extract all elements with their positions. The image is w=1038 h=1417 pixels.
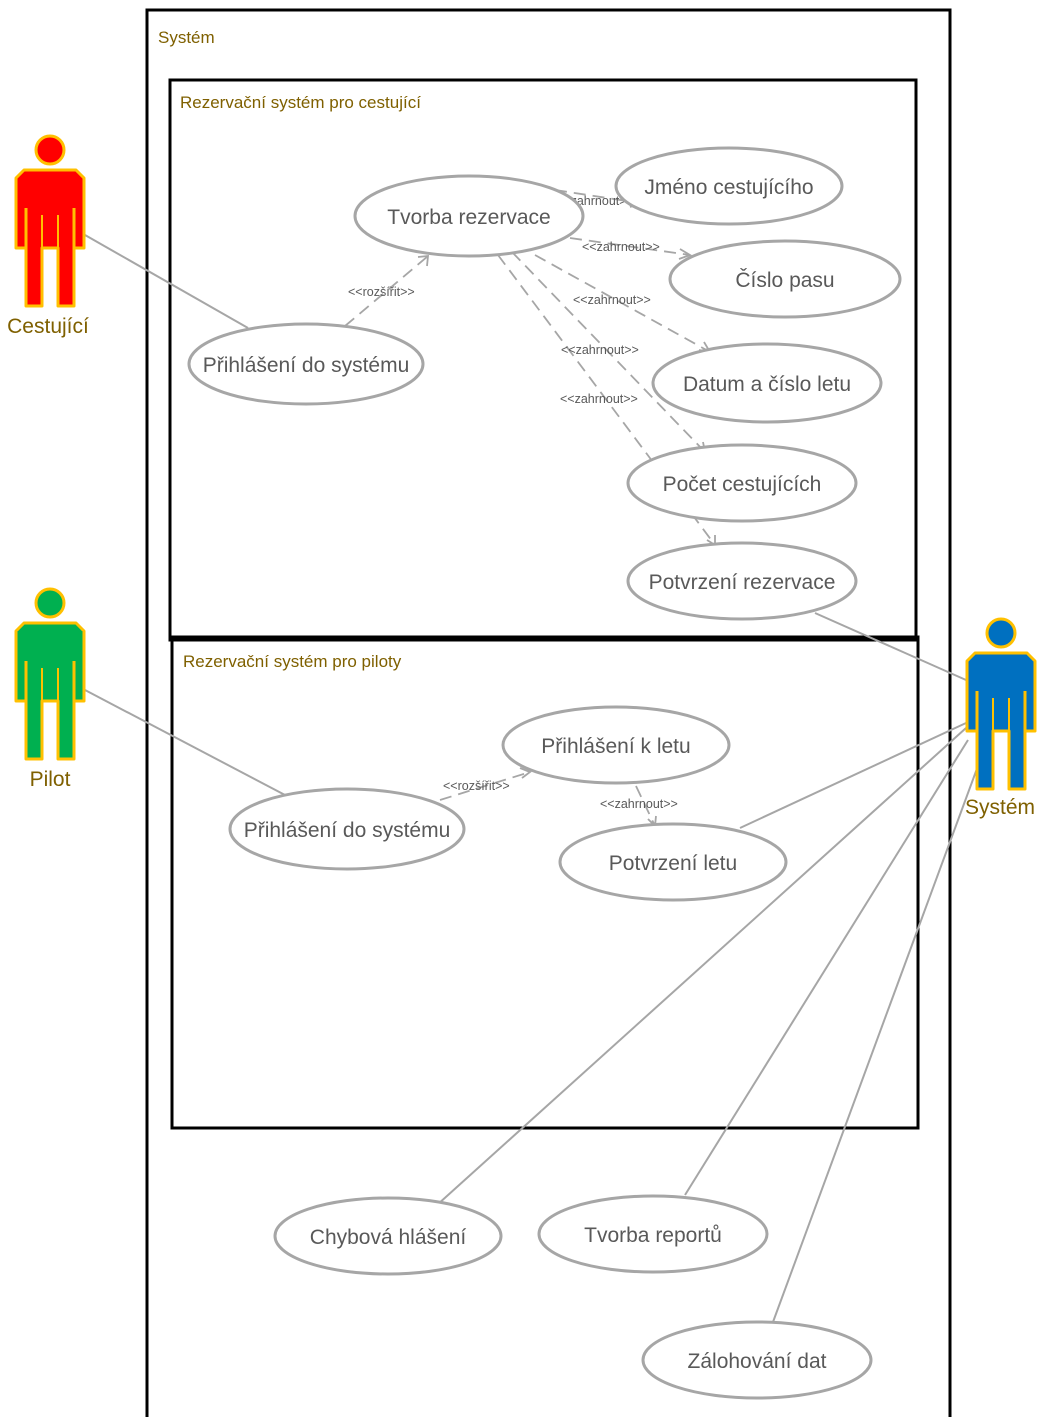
svg-text:Počet cestujících: Počet cestujících bbox=[663, 473, 822, 496]
use-case-prihlaseni-k-letu[interactable]: Přihlášení k letu bbox=[501, 705, 731, 785]
arrowhead bbox=[417, 254, 430, 267]
use-case-prihlaseni-do-systemu-cestujici[interactable]: Přihlášení do systému bbox=[187, 322, 425, 406]
extend-label: <<rozšířit>> bbox=[348, 285, 415, 299]
include-label: <<zahrnout>> bbox=[600, 797, 678, 811]
actor-head bbox=[985, 617, 1017, 649]
svg-text:Přihlášení k letu: Přihlášení k letu bbox=[541, 735, 690, 758]
use-case-tvorba-rezervace[interactable]: Tvorba rezervace bbox=[353, 174, 585, 258]
actor-system[interactable]: Systém bbox=[965, 617, 1037, 819]
include-label: <<zahrnout>> bbox=[560, 392, 638, 406]
use-case-cislo-pasu[interactable]: Číslo pasu bbox=[668, 239, 902, 319]
svg-text:Datum a číslo letu: Datum a číslo letu bbox=[683, 373, 851, 396]
assoc-system-backup bbox=[772, 754, 983, 1323]
include-reservation-name bbox=[554, 189, 641, 204]
actor-cestujici[interactable]: Cestující bbox=[7, 134, 89, 338]
svg-text:Zálohování dat: Zálohování dat bbox=[688, 1350, 827, 1373]
pilot-subsystem-title: Rezervační systém pro piloty bbox=[183, 652, 402, 671]
include-reservation-flight-date bbox=[534, 254, 711, 353]
pilot-subsystem-frame bbox=[170, 635, 920, 1130]
actor-label-cestujici: Cestující bbox=[7, 315, 89, 338]
system-frame-title: Systém bbox=[158, 28, 215, 47]
svg-text:Přihlášení do systému: Přihlášení do systému bbox=[244, 819, 451, 842]
include-label: <<zahrnout>> bbox=[573, 293, 651, 307]
include-checkin-confirm-flight bbox=[635, 785, 656, 827]
use-case-zalohovani-dat[interactable]: Zálohování dat bbox=[641, 1320, 873, 1400]
assoc-pilot-login bbox=[84, 689, 286, 796]
svg-text:Chybová hlášení: Chybová hlášení bbox=[310, 1226, 467, 1249]
svg-text:Tvorba rezervace: Tvorba rezervace bbox=[387, 206, 550, 229]
arrowhead bbox=[678, 248, 693, 260]
use-case-datum-a-cislo-letu[interactable]: Datum a číslo letu bbox=[651, 342, 883, 424]
actor-head bbox=[34, 587, 66, 619]
assoc-system-error-messages bbox=[436, 727, 967, 1206]
assoc-system-reports bbox=[684, 739, 969, 1196]
include-reservation-passport bbox=[569, 237, 691, 256]
svg-text:Přihlášení do systému: Přihlášení do systému bbox=[203, 354, 410, 377]
assoc-passenger-login bbox=[84, 234, 249, 329]
include-reservation-passenger-count bbox=[511, 251, 706, 453]
svg-text:Potvrzení letu: Potvrzení letu bbox=[609, 852, 737, 875]
arrowhead bbox=[519, 767, 532, 779]
include-label: <<zahrnout>> bbox=[561, 343, 639, 357]
actor-pilot[interactable]: Pilot bbox=[14, 587, 86, 791]
actor-head bbox=[34, 134, 66, 166]
actor-label-pilot: Pilot bbox=[30, 768, 71, 791]
assoc-system-confirm-reservation bbox=[814, 612, 967, 681]
use-case-tvorba-reportu[interactable]: Tvorba reportů bbox=[537, 1194, 769, 1274]
use-case-jmeno-cestujiciho[interactable]: Jméno cestujícího bbox=[614, 146, 844, 226]
use-case-pocet-cestujicich[interactable]: Počet cestujících bbox=[626, 443, 858, 523]
use-case-prihlaseni-do-systemu-pilot[interactable]: Přihlášení do systému bbox=[228, 787, 466, 871]
assoc-system-confirm-flight bbox=[739, 722, 967, 829]
svg-text:Číslo pasu: Číslo pasu bbox=[735, 269, 834, 292]
passenger-subsystem-frame bbox=[168, 78, 918, 642]
passenger-subsystem-title: Rezervační systém pro cestující bbox=[180, 93, 421, 112]
include-reservation-confirmation bbox=[497, 254, 716, 546]
use-case-chybova-hlaseni[interactable]: Chybová hlášení bbox=[273, 1196, 503, 1276]
extend-label: <<rozšířit>> bbox=[443, 779, 510, 793]
use-case-potvrzeni-rezervace[interactable]: Potvrzení rezervace bbox=[626, 541, 858, 621]
use-case-potvrzeni-letu[interactable]: Potvrzení letu bbox=[558, 822, 788, 902]
system-frame bbox=[145, 8, 952, 1417]
extend-pilot-login-to-checkin bbox=[439, 771, 531, 801]
svg-text:Potvrzení rezervace: Potvrzení rezervace bbox=[649, 571, 836, 594]
svg-text:Jméno cestujícího: Jméno cestujícího bbox=[644, 176, 813, 199]
svg-text:Tvorba reportů: Tvorba reportů bbox=[584, 1224, 722, 1247]
actor-label-system: Systém bbox=[965, 796, 1035, 819]
include-label: <<zahrnout>> bbox=[582, 240, 660, 254]
